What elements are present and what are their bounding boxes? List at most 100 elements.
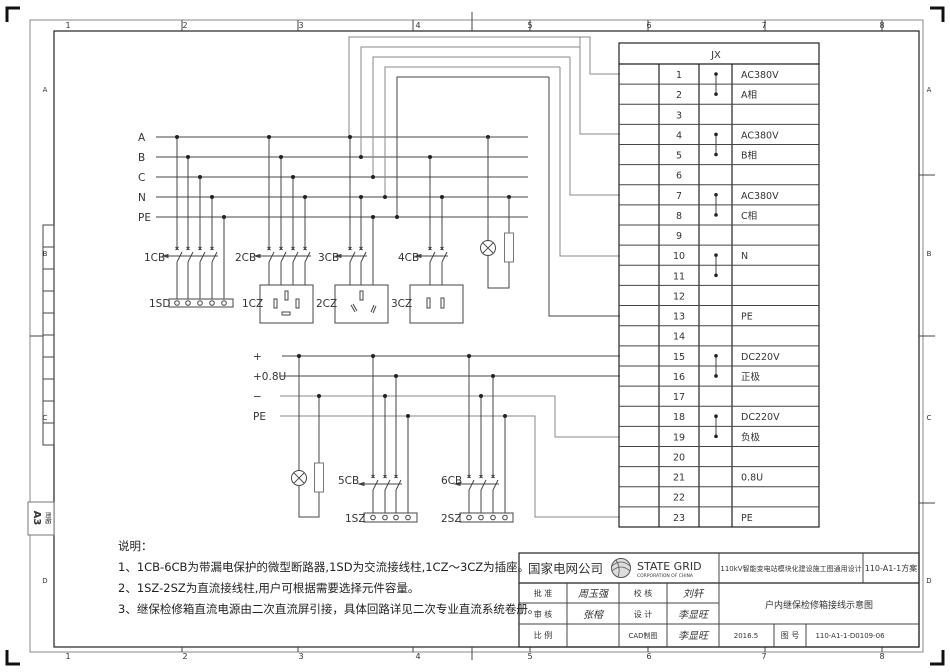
breaker-contact-mark (467, 474, 471, 479)
breaker-blade (384, 479, 391, 491)
approve-label: 批 准 (534, 588, 553, 598)
breaker-blade (468, 479, 475, 491)
jx-terminal-number: 10 (673, 251, 685, 262)
label-2cb: 2CB (235, 252, 256, 264)
jx-terminal-description: N (741, 251, 748, 262)
jx-jumper-dot (714, 374, 718, 378)
jx-row: 10 N (673, 251, 748, 262)
jx-row: 6 (676, 171, 682, 182)
jx-row: 2 A相 (676, 89, 757, 101)
junction-dot (186, 155, 190, 159)
zone-column-label: 7 (761, 652, 766, 661)
junction-dot (394, 374, 398, 378)
junction-dot (303, 195, 307, 199)
breaker-contact-mark (291, 246, 295, 251)
check-signature: 刘轩 (683, 588, 705, 600)
jx-title: JX (710, 50, 721, 61)
junction-dot (395, 215, 399, 219)
ac-indicator-lamp (480, 137, 510, 289)
socket-2cz (334, 284, 389, 324)
breaker-blade (268, 251, 275, 263)
terminal-strip-2sz (459, 512, 514, 523)
label-2cz: 2CZ (316, 298, 337, 310)
jx-row: 9 (676, 231, 682, 242)
breaker-arrow-icon (161, 253, 169, 259)
zone-row-label: D (926, 577, 931, 585)
label-1cz: 1CZ (242, 298, 263, 310)
junction-dot (440, 195, 444, 199)
note-item: 1、1CB-6CB为带漏电保护的微型断路器,1SD为交流接线柱,1CZ～3CZ为… (118, 560, 530, 574)
breaker-arrow-icon (334, 253, 342, 259)
breaker-blade (395, 479, 402, 491)
label-5cb: 5CB (338, 475, 359, 487)
sheet-size-text: A3 (31, 511, 42, 526)
cad-signature: 李显旺 (678, 630, 710, 642)
zone-column-label: 2 (182, 652, 187, 661)
company-name-en-sub: CORPORATION OF CHINA (637, 573, 694, 579)
jx-jumper-dot (714, 152, 718, 157)
label-1sd: 1SD (149, 298, 170, 310)
jx-row: 20 (673, 452, 685, 463)
junction-dot (383, 394, 387, 398)
jx-terminal-description: A相 (741, 89, 757, 101)
breaker-arrow-icon (357, 481, 365, 487)
label-4cb: 4CB (398, 252, 419, 264)
design-label: 设 计 (634, 609, 653, 619)
review-signature: 张榕 (583, 609, 605, 621)
jx-terminal-number: 2 (676, 90, 682, 101)
breaker-contact-mark (348, 246, 352, 251)
label-2sz: 2SZ (441, 513, 462, 525)
jx-row: 22 (673, 493, 685, 504)
breaker-blade (360, 251, 367, 263)
scale-label: 比 例 (534, 630, 553, 640)
zone-row-label: D (42, 577, 47, 585)
project-title: 110kV智能变电站模块化建设施工图通用设计 (720, 564, 861, 573)
component-labels: 1CB 2CB 3CB 4CB 5CB 6CB 1SD 1CZ 2CZ 3CZ … (144, 252, 462, 525)
jx-row: 3 (676, 110, 682, 121)
junction-dot (371, 354, 375, 358)
zone-row-label: B (43, 250, 48, 258)
breaker-arrow-icon (414, 253, 422, 259)
jx-jumper-dot (714, 132, 718, 137)
zone-ticks (181, 12, 935, 660)
review-label: 审 核 (534, 609, 553, 619)
breaker-contact-mark (267, 246, 271, 251)
dc-indicator-lamp (291, 356, 320, 518)
zone-column-label: 7 (761, 21, 766, 30)
label-1cb: 1CB (144, 252, 165, 264)
label-1sz: 1SZ (345, 513, 366, 525)
jx-terminal-number: 9 (676, 231, 682, 242)
jx-terminal-description: 负极 (741, 431, 761, 443)
ac-bus-label-b: B (138, 152, 145, 164)
jx-row: 12 (673, 291, 685, 302)
breaker-arrow-icon (253, 253, 261, 259)
zone-column-label: 8 (879, 652, 884, 661)
breaker-contact-mark (383, 474, 387, 479)
state-grid-logo-icon (611, 558, 631, 578)
junction-dot (267, 135, 271, 139)
socket-3cz (409, 284, 464, 324)
socket-1cz (259, 284, 314, 324)
breaker-blade (441, 251, 448, 263)
jx-terminal-number: 6 (676, 171, 682, 182)
junction-dot (479, 394, 483, 398)
notes: 说明： 1、1CB-6CB为带漏电保护的微型断路器,1SD为交流接线柱,1CZ～… (118, 536, 539, 620)
junction-dot (467, 354, 471, 358)
breaker-contact-mark (175, 246, 179, 251)
jx-terminal-description: 正极 (741, 371, 761, 383)
jx-terminal-description: B相 (741, 150, 757, 162)
breaker-blade (211, 251, 218, 263)
note-item: 2、1SZ-2SZ为直流接线柱,用户可根据需要选择元件容量。 (118, 581, 420, 595)
sheet-size-label: 图幅 (44, 512, 52, 524)
jx-jumper-dot (714, 354, 718, 358)
jx-row: 14 (673, 332, 685, 343)
